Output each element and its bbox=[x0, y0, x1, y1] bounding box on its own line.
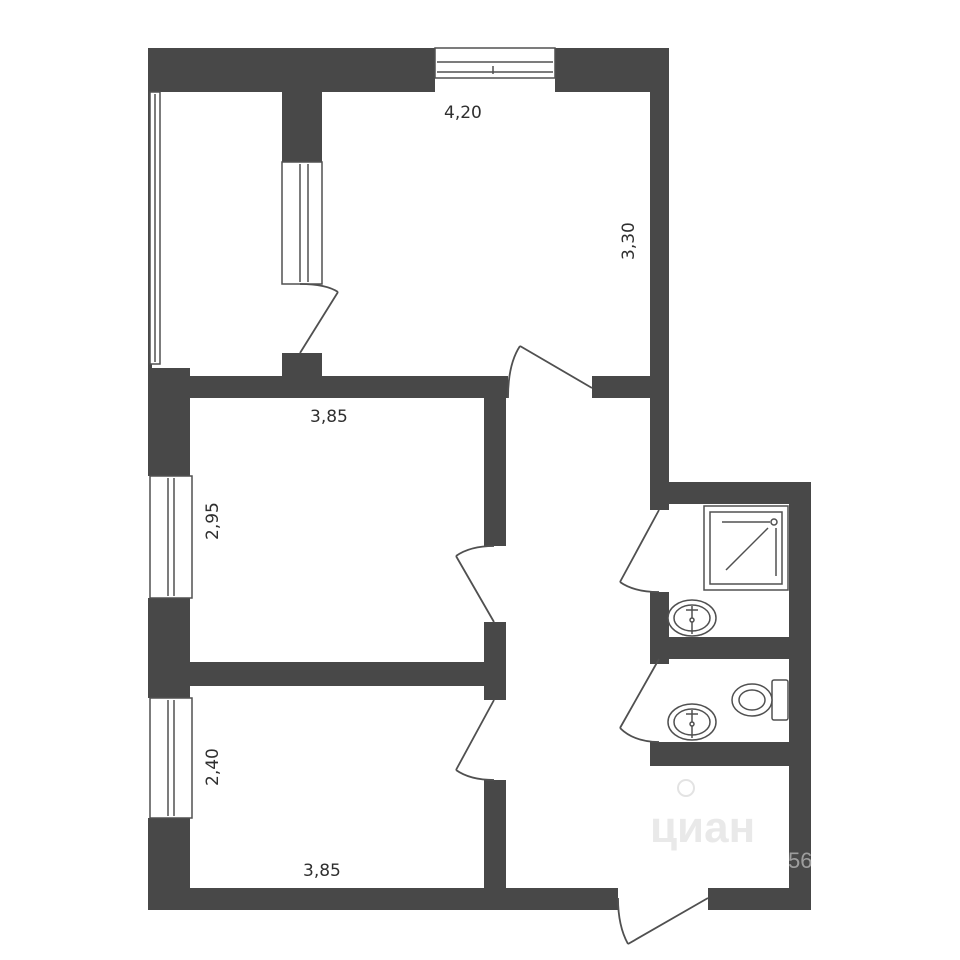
window-small-room bbox=[149, 697, 193, 819]
wall-bath-top bbox=[650, 482, 811, 504]
wall-corridor-mid bbox=[484, 622, 506, 700]
wall-top-left bbox=[148, 48, 435, 92]
wall-bedroom-separator bbox=[190, 662, 506, 686]
walls bbox=[148, 48, 811, 910]
toilet-icon bbox=[731, 679, 789, 721]
watermark-logo-icon bbox=[677, 779, 695, 797]
wall-right-upper bbox=[650, 48, 669, 488]
wall-living-bottom-right bbox=[592, 376, 669, 398]
fixtures bbox=[667, 505, 789, 741]
dim-bedroom-depth: 2,95 bbox=[203, 502, 223, 540]
wall-balcony-partition-top bbox=[282, 92, 322, 162]
wall-left-between-windows bbox=[148, 598, 190, 698]
dim-living-width: 4,20 bbox=[444, 103, 482, 123]
dimension-labels: 4,20 3,30 3,85 2,95 2,40 3,85 bbox=[203, 103, 639, 881]
windows bbox=[149, 47, 556, 819]
wall-corridor-lower bbox=[484, 780, 506, 908]
wall-wc-bottom bbox=[650, 742, 811, 766]
door-bathroom bbox=[619, 509, 660, 593]
wall-balcony-partition-bottom bbox=[282, 353, 322, 377]
door-small-room bbox=[455, 699, 495, 781]
wall-bath-divider bbox=[650, 637, 811, 659]
dim-bedroom-width: 3,85 bbox=[310, 407, 348, 427]
window-balcony-door bbox=[281, 161, 323, 285]
watermark: циан 56 bbox=[650, 779, 812, 873]
door-balcony bbox=[299, 283, 339, 354]
shower-tray-icon bbox=[703, 505, 789, 591]
wall-bath-right bbox=[789, 482, 811, 910]
wall-living-bottom-left bbox=[148, 376, 508, 398]
wall-bottom-right bbox=[708, 888, 811, 910]
door-entrance bbox=[617, 897, 709, 945]
dim-living-depth: 3,30 bbox=[619, 222, 639, 260]
watermark-brand: циан bbox=[650, 803, 755, 852]
wall-corridor-upper bbox=[484, 376, 506, 546]
dim-small-room-depth: 2,40 bbox=[203, 748, 223, 786]
doors bbox=[299, 283, 709, 945]
door-bedroom bbox=[455, 545, 495, 623]
door-wc bbox=[619, 658, 660, 743]
sink-icon bbox=[667, 599, 717, 637]
window-bedroom bbox=[149, 475, 193, 599]
dim-small-room-width: 3,85 bbox=[303, 861, 341, 881]
sink-icon bbox=[667, 703, 717, 741]
watermark-code: 56 bbox=[788, 848, 812, 873]
wall-bottom-left bbox=[148, 888, 618, 910]
door-living bbox=[507, 345, 593, 399]
window-top bbox=[434, 47, 556, 79]
wall-bath-left-upper bbox=[650, 482, 669, 510]
